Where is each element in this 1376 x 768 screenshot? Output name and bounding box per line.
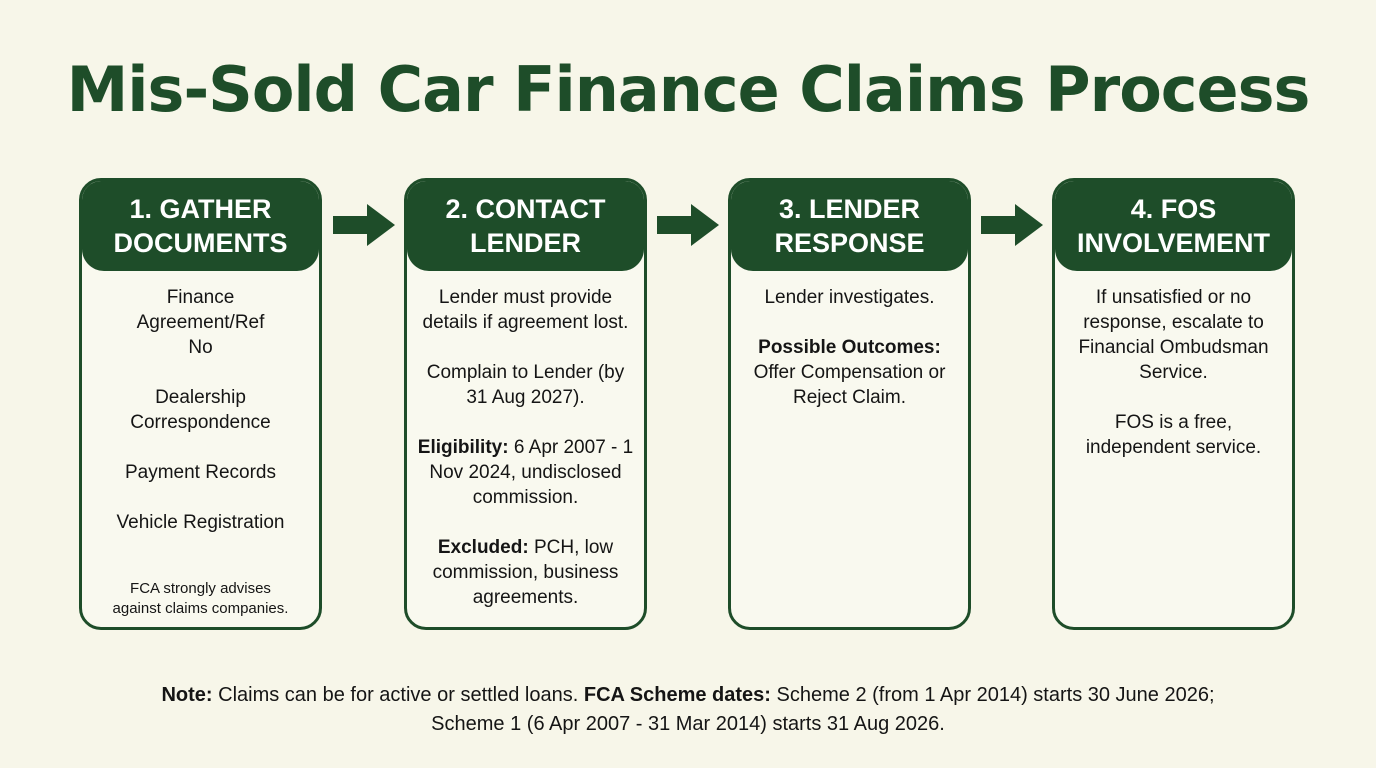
excluded-label: Excluded: bbox=[437, 537, 529, 558]
document-item: Dealership Correspondence bbox=[130, 387, 271, 433]
document-item: Payment Records bbox=[124, 462, 276, 483]
excluded-text: Excluded: PCH, low commission, business … bbox=[432, 537, 619, 608]
eligibility-label: Eligibility: bbox=[417, 437, 509, 458]
scheme-text-line1: Scheme 2 (from 1 Apr 2014) starts 30 Jun… bbox=[776, 684, 1215, 706]
eligibility-text: Eligibility: 6 Apr 2007 - 1 Nov 2024, un… bbox=[417, 437, 634, 508]
step-card-contact-lender: 2. CONTACT LENDER Lender must provide de… bbox=[404, 178, 647, 630]
step-body: Lender must provide details if agreement… bbox=[407, 271, 644, 610]
step-header: 4. FOS INVOLVEMENT bbox=[1055, 181, 1292, 271]
footer-note: Note: Claims can be for active or settle… bbox=[0, 681, 1376, 739]
escalation-text: If unsatisfied or no response, escalate … bbox=[1078, 287, 1269, 383]
note-text: Claims can be for active or settled loan… bbox=[218, 684, 579, 706]
document-item: Finance Agreement/Ref No bbox=[136, 287, 265, 358]
page-title: Mis-Sold Car Finance Claims Process bbox=[66, 53, 1311, 126]
step-header: 1. GATHER DOCUMENTS bbox=[82, 181, 319, 271]
step-title-line2: RESPONSE bbox=[774, 228, 925, 258]
step-body: If unsatisfied or no response, escalate … bbox=[1055, 271, 1292, 460]
footer-line1: Note: Claims can be for active or settle… bbox=[0, 681, 1376, 710]
step-title-line2: INVOLVEMENT bbox=[1076, 228, 1270, 258]
step-title-line1: 3. LENDER bbox=[778, 194, 920, 224]
step-title-line1: 2. CONTACT bbox=[445, 194, 606, 224]
scheme-text-line2: Scheme 1 (6 Apr 2007 - 31 Mar 2014) star… bbox=[431, 713, 945, 735]
complain-deadline-text: Complain to Lender (by 31 Aug 2027). bbox=[426, 362, 625, 408]
fos-info-text: FOS is a free, independent service. bbox=[1085, 412, 1262, 458]
scheme-label: FCA Scheme dates: bbox=[583, 684, 771, 706]
step-title-line1: 1. GATHER bbox=[129, 194, 272, 224]
investigation-text: Lender investigates. bbox=[764, 287, 935, 308]
document-item: Vehicle Registration bbox=[116, 512, 285, 533]
step-card-gather-documents: 1. GATHER DOCUMENTS Finance Agreement/Re… bbox=[79, 178, 322, 630]
note-label: Note: bbox=[161, 684, 213, 706]
step-header: 2. CONTACT LENDER bbox=[407, 181, 644, 271]
step-card-fos-involvement: 4. FOS INVOLVEMENT If unsatisfied or no … bbox=[1052, 178, 1295, 630]
right-arrow-icon bbox=[333, 204, 395, 246]
agreement-info-text: Lender must provide details if agreement… bbox=[422, 287, 629, 333]
outcomes-label: Possible Outcomes: bbox=[758, 337, 941, 358]
right-arrow-icon bbox=[981, 204, 1043, 246]
step-title-line1: 4. FOS bbox=[1130, 194, 1217, 224]
claims-company-warning: FCA strongly advises against claims comp… bbox=[112, 580, 289, 617]
right-arrow-icon bbox=[657, 204, 719, 246]
outcomes-text: Offer Compensation or Reject Claim. bbox=[753, 362, 946, 408]
step-header: 3. LENDER RESPONSE bbox=[731, 181, 968, 271]
step-body: Finance Agreement/Ref No Dealership Corr… bbox=[82, 271, 319, 535]
step-title-line2: DOCUMENTS bbox=[113, 228, 288, 258]
step-card-lender-response: 3. LENDER RESPONSE Lender investigates. … bbox=[728, 178, 971, 630]
step-body: Lender investigates. Possible Outcomes: … bbox=[731, 271, 968, 410]
step-title-line2: LENDER bbox=[469, 228, 581, 258]
